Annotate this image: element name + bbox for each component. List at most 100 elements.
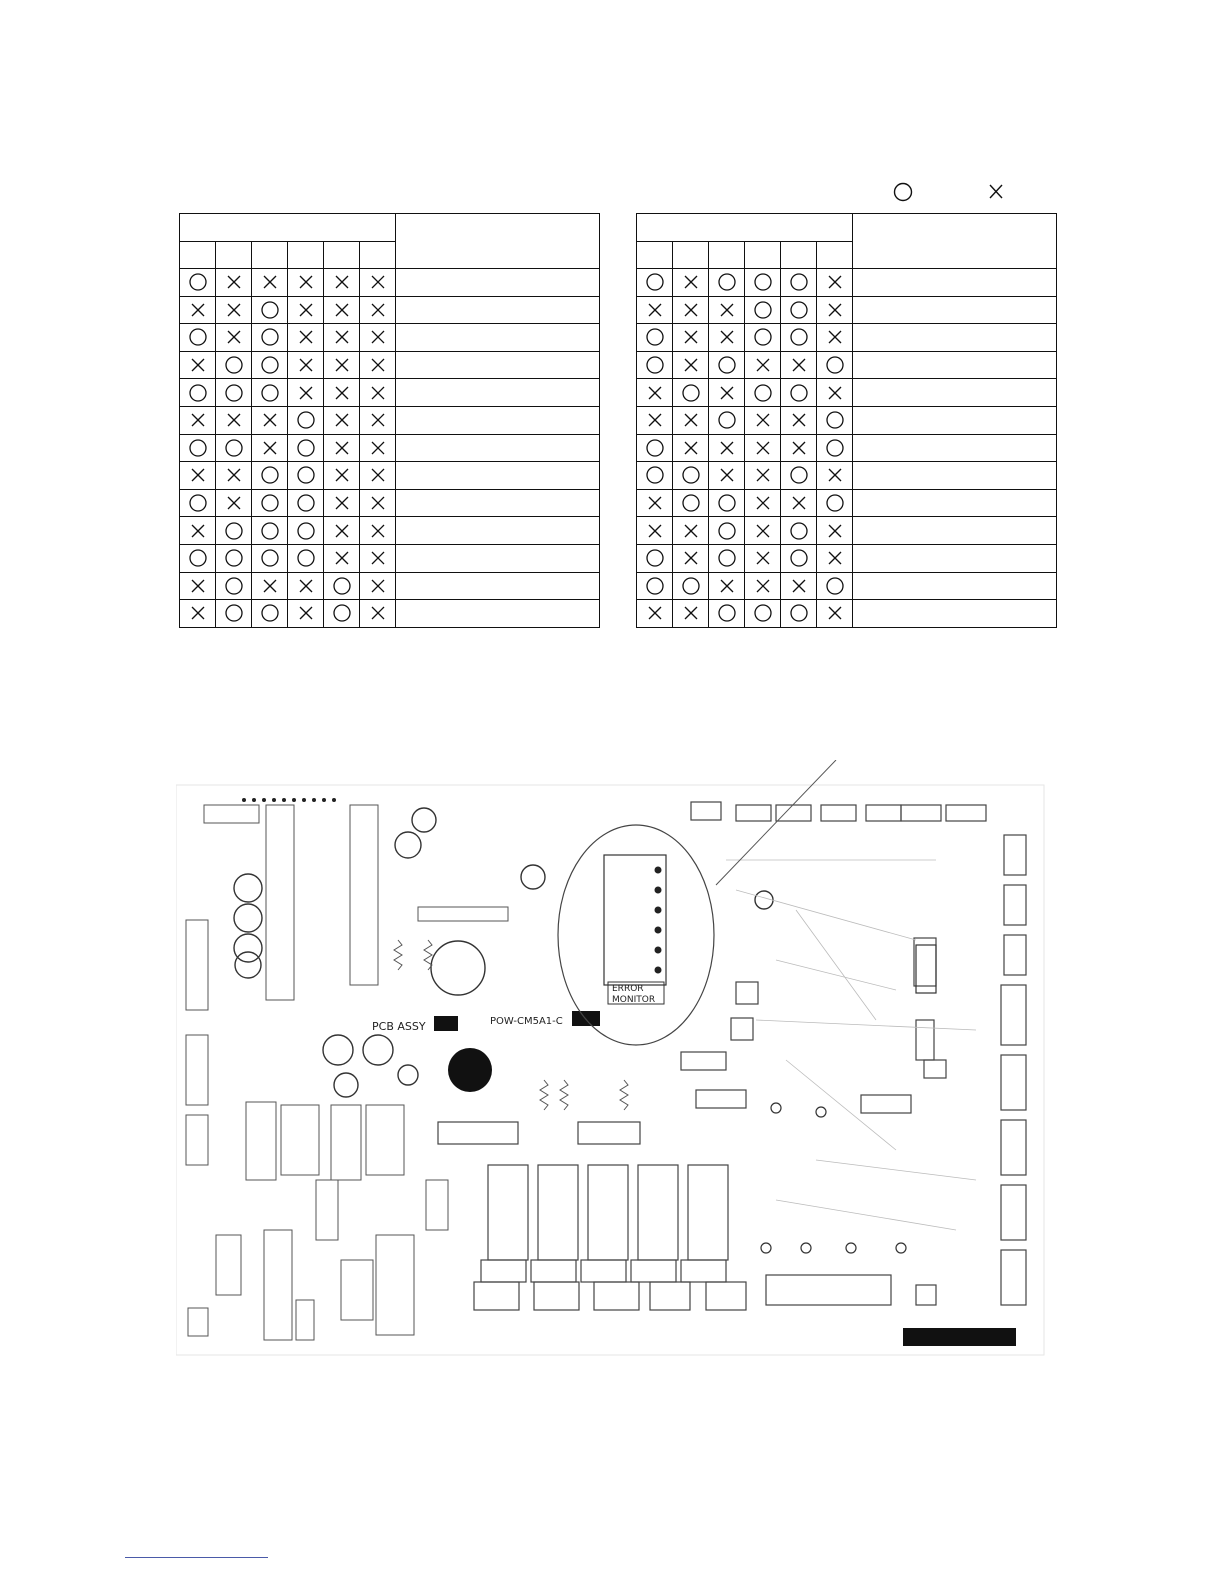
lit-circle-icon — [789, 466, 808, 485]
unlit-cross-icon — [335, 496, 348, 510]
led-state-cell — [816, 433, 853, 463]
description-cell — [395, 461, 600, 490]
led-state-cell — [251, 323, 288, 352]
unlit-cross-icon — [299, 606, 312, 620]
led-state-cell — [780, 268, 817, 297]
led-state-cell — [708, 488, 745, 518]
lit-circle-icon — [224, 577, 243, 595]
led-state-cell — [287, 323, 324, 352]
unlit-cross-icon — [756, 358, 769, 372]
unlit-cross-icon — [684, 275, 697, 289]
led-state-cell — [672, 378, 709, 407]
lit-circle-icon — [260, 301, 279, 319]
unlit-cross-icon — [191, 524, 204, 538]
unlit-cross-icon — [299, 331, 312, 344]
table-row — [179, 571, 600, 601]
unlit-cross-icon — [828, 275, 841, 289]
table-row — [636, 295, 1057, 325]
unlit-cross-icon — [684, 413, 697, 427]
led-state-cell — [744, 433, 781, 463]
description-cell — [852, 461, 1057, 490]
lit-circle-icon — [753, 301, 772, 319]
led-state-cell — [780, 378, 817, 407]
pcb-model-label: POW-CM5A1-C — [490, 1016, 563, 1027]
description-cell — [395, 543, 600, 573]
lit-circle-icon — [717, 411, 736, 429]
lit-circle-icon — [296, 494, 315, 512]
lit-circle-icon — [825, 411, 844, 429]
unlit-cross-icon — [299, 386, 312, 400]
unlit-cross-icon — [263, 275, 276, 289]
lit-circle-icon — [753, 328, 772, 347]
lit-circle-icon — [332, 577, 351, 595]
table-row — [636, 461, 1057, 490]
led-state-cell — [359, 433, 396, 463]
led-state-cell — [780, 461, 817, 490]
description-cell — [852, 516, 1057, 545]
footer-link-underline — [125, 1557, 268, 1558]
led-state-cell — [359, 405, 396, 435]
unlit-cross-icon — [299, 275, 312, 289]
led-state-cell — [816, 268, 853, 297]
monitor-label: MONITOR — [612, 995, 655, 1005]
unlit-cross-icon — [371, 606, 384, 620]
led-state-cell — [179, 488, 216, 518]
unlit-cross-icon — [299, 579, 312, 593]
unlit-cross-icon — [720, 468, 733, 482]
unlit-cross-icon — [756, 579, 769, 593]
table-row — [636, 599, 1057, 628]
unlit-cross-icon — [227, 413, 240, 427]
led-state-cell — [744, 405, 781, 435]
unlit-cross-icon — [191, 579, 204, 593]
table-row — [636, 350, 1057, 380]
led-state-cell — [672, 350, 709, 380]
led-state-cell — [636, 268, 673, 297]
unlit-cross-icon — [828, 468, 841, 482]
lit-circle-icon — [825, 577, 844, 595]
led-state-cell — [672, 268, 709, 297]
description-cell — [395, 295, 600, 325]
description-cell — [395, 323, 600, 352]
description-cell — [395, 350, 600, 380]
unlit-cross-icon — [335, 524, 348, 538]
led-state-cell — [780, 599, 817, 628]
unlit-cross-icon — [263, 579, 276, 593]
unlit-cross-icon — [299, 303, 312, 317]
led-column-header — [179, 241, 216, 269]
unlit-cross-icon — [191, 358, 204, 372]
lit-circle-icon — [188, 384, 207, 402]
unlit-cross-icon — [792, 413, 805, 427]
led-state-cell — [323, 461, 360, 490]
led-column-header — [287, 241, 324, 269]
led-state-cell — [215, 405, 252, 435]
unlit-cross-icon — [648, 413, 661, 427]
led-state-cell — [816, 350, 853, 380]
led-state-cell — [359, 516, 396, 545]
led-state-cell — [323, 323, 360, 352]
table-row — [636, 405, 1057, 435]
led-state-cell — [215, 323, 252, 352]
unlit-cross-icon — [828, 331, 841, 344]
led-state-cell — [215, 378, 252, 407]
led-state-cell — [359, 350, 396, 380]
led-state-cell — [708, 378, 745, 407]
lit-circle-icon — [645, 439, 664, 457]
led-state-cell — [780, 323, 817, 352]
lit-circle-icon — [260, 384, 279, 402]
lit-circle-icon — [645, 328, 664, 347]
unlit-cross-icon — [792, 579, 805, 593]
led-state-cell — [816, 571, 853, 601]
table-row — [179, 268, 600, 297]
unlit-cross-icon — [227, 331, 240, 344]
description-cell — [852, 433, 1057, 463]
led-state-cell — [744, 488, 781, 518]
unlit-cross-icon — [828, 606, 841, 620]
led-state-cell — [744, 516, 781, 545]
led-state-cell — [215, 461, 252, 490]
lit-circle-icon — [296, 466, 315, 485]
led-state-cell — [287, 295, 324, 325]
led-state-cell — [251, 405, 288, 435]
led-state-cell — [323, 378, 360, 407]
unlit-cross-icon — [371, 441, 384, 455]
lit-circle-icon — [224, 604, 243, 623]
